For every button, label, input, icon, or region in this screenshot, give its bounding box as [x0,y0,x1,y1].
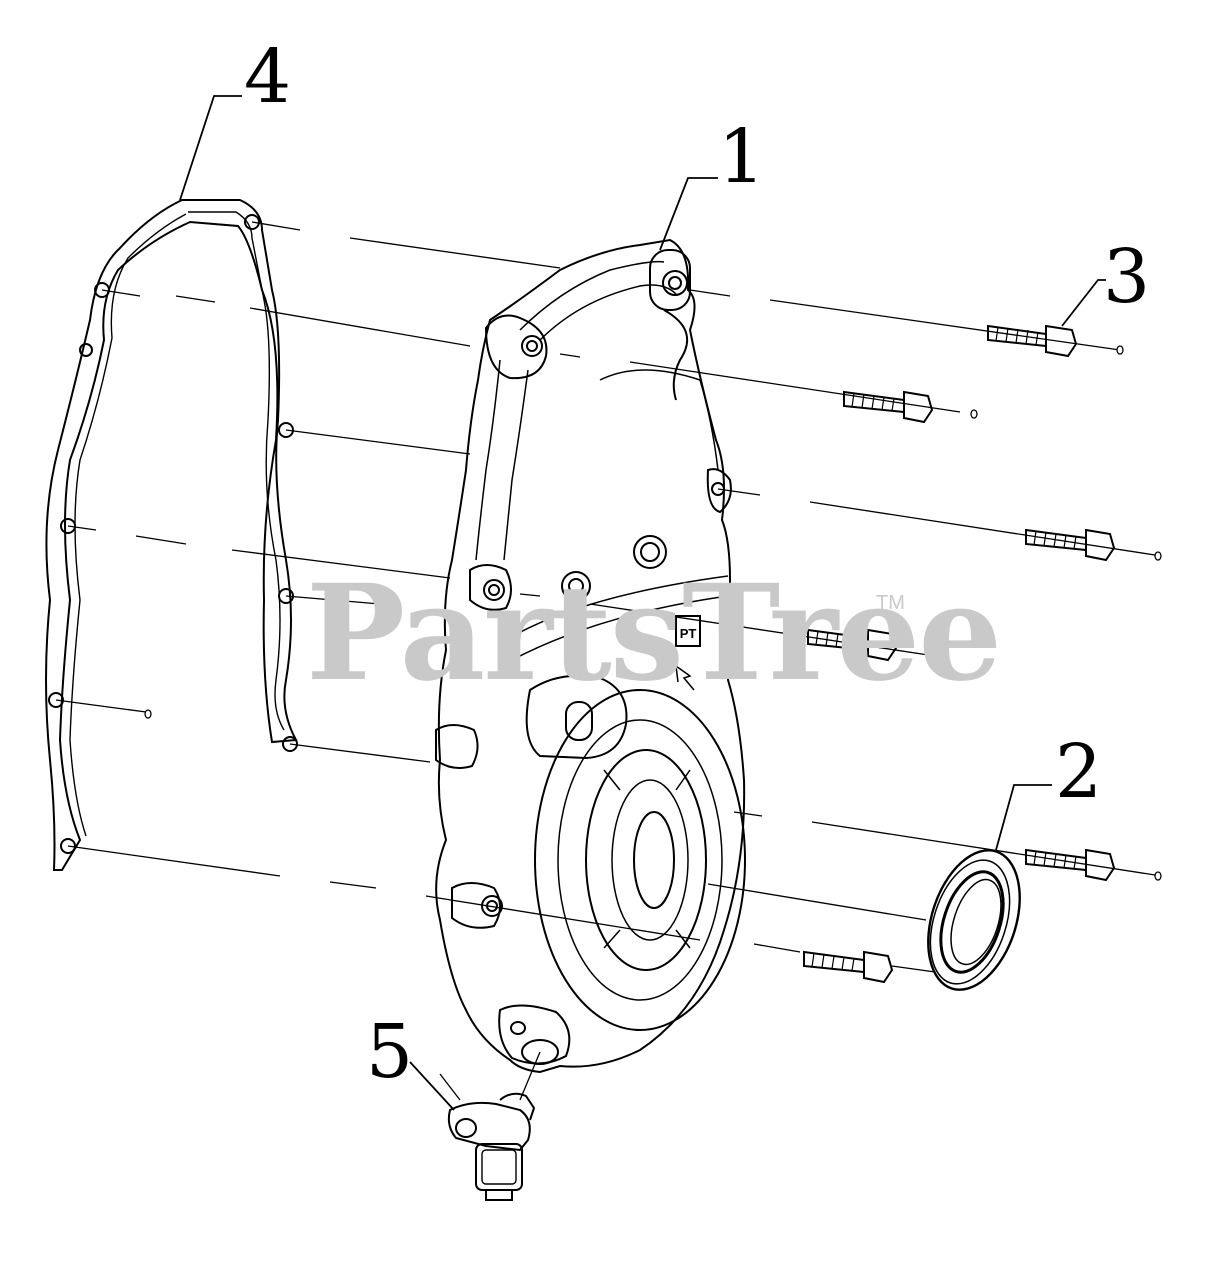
cover-badge-text: PT [680,626,697,641]
callout-4: 4 [244,34,292,120]
callout-3: 3 [1103,234,1151,320]
alignment-lines [55,221,1156,1101]
alignment-points [144,345,1162,881]
crank-sensor[interactable] [447,1092,536,1201]
timing-cover[interactable] [435,238,746,1074]
callout-leaders [179,95,1106,1111]
callout-1: 1 [718,114,766,200]
callout-2: 2 [1055,729,1103,815]
watermark: PartsTree [306,556,1002,711]
watermark-trademark: TM [876,592,905,614]
callout-5: 5 [366,1009,414,1095]
cover-badge: PT [675,615,701,647]
gasket[interactable] [45,199,298,871]
front-seal[interactable] [912,839,1036,1002]
